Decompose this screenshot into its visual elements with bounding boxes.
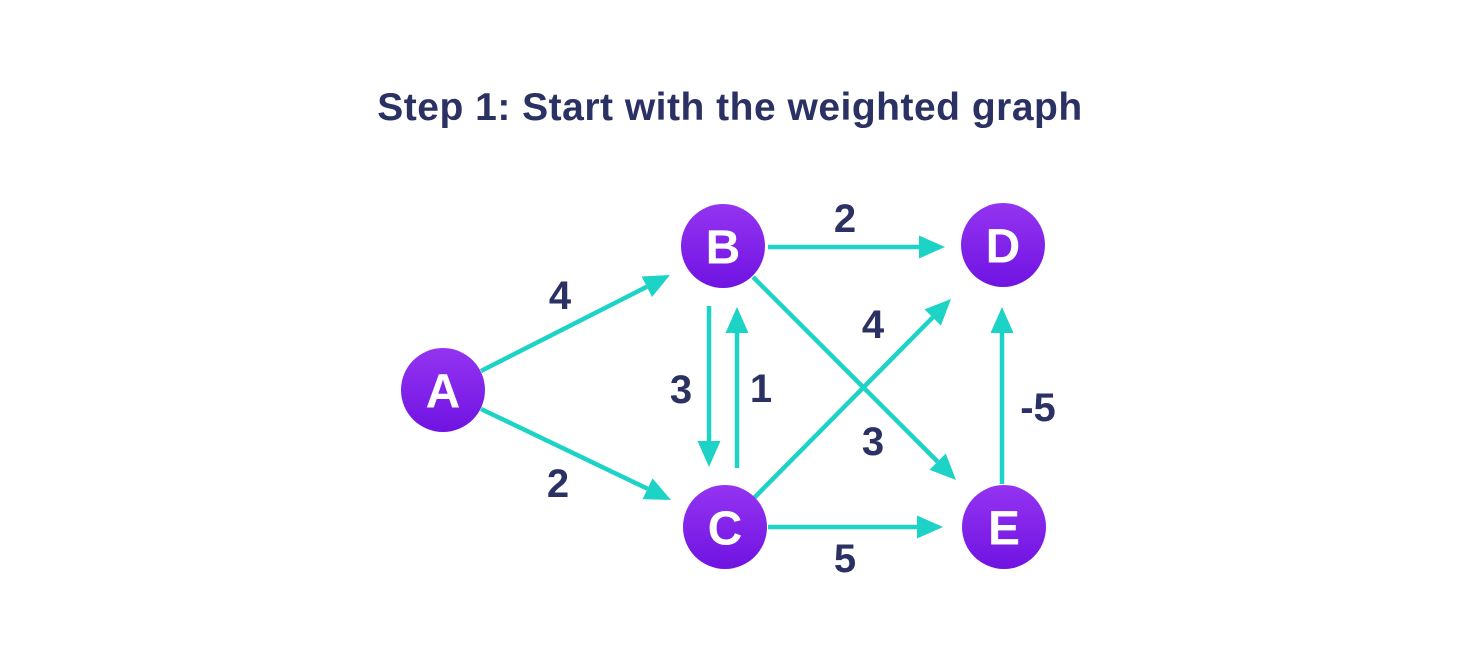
node-A xyxy=(401,348,485,432)
arrowhead-E-D xyxy=(990,307,1014,333)
arrowhead-C-E xyxy=(917,515,943,539)
arrowhead-C-D xyxy=(924,299,951,326)
edge-weight-B-D: 2 xyxy=(834,197,856,241)
edge-A-C xyxy=(480,406,649,491)
node-label-B: B xyxy=(706,222,741,275)
node-B xyxy=(681,204,765,288)
arrowhead-A-C xyxy=(642,478,671,500)
edge-C-D xyxy=(752,315,935,500)
node-label-E: E xyxy=(988,503,1020,556)
node-label-D: D xyxy=(986,221,1021,274)
edge-weight-E-D: -5 xyxy=(1020,386,1056,430)
node-C xyxy=(683,485,767,569)
edge-weight-A-B: 4 xyxy=(549,274,572,318)
page-title: Step 1: Start with the weighted graph xyxy=(377,86,1083,129)
node-label-A: A xyxy=(426,366,461,419)
edge-weight-C-B: 1 xyxy=(750,367,772,411)
edge-weight-C-D: 4 xyxy=(862,303,885,347)
arrowhead-C-B xyxy=(725,307,749,333)
edge-weight-C-E: 5 xyxy=(834,537,856,581)
arrowhead-A-B xyxy=(641,275,670,298)
arrowhead-B-C xyxy=(697,441,721,467)
edge-weight-A-C: 2 xyxy=(547,462,569,506)
arrowhead-B-E xyxy=(929,453,956,480)
edge-weight-B-C: 3 xyxy=(670,368,692,412)
node-label-C: C xyxy=(708,503,743,556)
edge-weight-B-E: 3 xyxy=(862,420,884,464)
node-D xyxy=(961,203,1045,287)
edge-A-B xyxy=(479,284,648,374)
node-E xyxy=(962,485,1046,569)
arrowhead-B-D xyxy=(919,235,945,259)
edge-B-E xyxy=(751,275,940,464)
